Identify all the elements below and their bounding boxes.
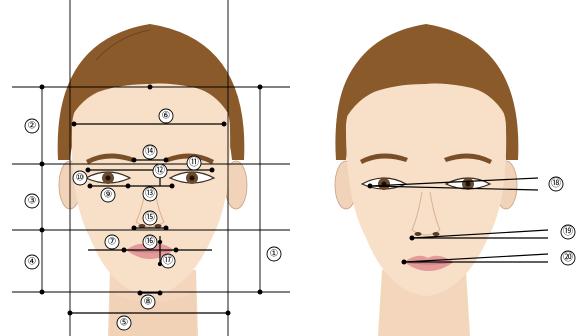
svg-text:④: ④ — [28, 257, 37, 268]
svg-text:⑪: ⑪ — [189, 157, 199, 169]
marker-5: ⑤ — [117, 316, 131, 330]
svg-text:⑲: ⑲ — [563, 226, 573, 238]
marker-18: ⑱ — [549, 177, 563, 191]
marker-20: ⑳ — [561, 251, 575, 265]
marker-15: ⑮ — [143, 211, 157, 225]
svg-text:⑩: ⑩ — [76, 173, 85, 184]
marker-2: ② — [25, 119, 39, 133]
svg-text:①: ① — [270, 249, 279, 260]
marker-14: ⑭ — [143, 145, 157, 159]
svg-text:⑥: ⑥ — [162, 111, 171, 122]
marker-13: ⑬ — [143, 187, 157, 201]
marker-16: ⑯ — [143, 235, 157, 249]
svg-text:⑭: ⑭ — [145, 146, 155, 158]
svg-text:⑫: ⑫ — [155, 165, 165, 177]
marker-10: ⑩ — [73, 171, 87, 185]
svg-text:⑬: ⑬ — [145, 188, 155, 200]
svg-text:⑯: ⑯ — [145, 236, 155, 248]
svg-text:⑨: ⑨ — [104, 190, 113, 201]
svg-text:⑦: ⑦ — [108, 237, 117, 248]
svg-text:⑧: ⑧ — [144, 297, 153, 308]
marker-7: ⑦ — [105, 235, 119, 249]
marker-11: ⑪ — [187, 156, 201, 170]
svg-text:②: ② — [28, 121, 37, 132]
marker-12: ⑫ — [153, 164, 167, 178]
svg-text:③: ③ — [28, 196, 37, 207]
marker-3: ③ — [25, 194, 39, 208]
svg-text:⑤: ⑤ — [120, 318, 129, 329]
marker-8: ⑧ — [141, 295, 155, 309]
svg-text:⑰: ⑰ — [163, 255, 173, 267]
marker-1: ① — [267, 247, 281, 261]
marker-9: ⑨ — [101, 188, 115, 202]
svg-text:⑮: ⑮ — [145, 212, 155, 224]
svg-text:⑱: ⑱ — [551, 178, 561, 190]
marker-19: ⑲ — [561, 225, 575, 239]
marker-6: ⑥ — [159, 109, 173, 123]
marker-17: ⑰ — [161, 254, 175, 268]
marker-4: ④ — [25, 255, 39, 269]
svg-text:⑳: ⑳ — [563, 252, 573, 264]
